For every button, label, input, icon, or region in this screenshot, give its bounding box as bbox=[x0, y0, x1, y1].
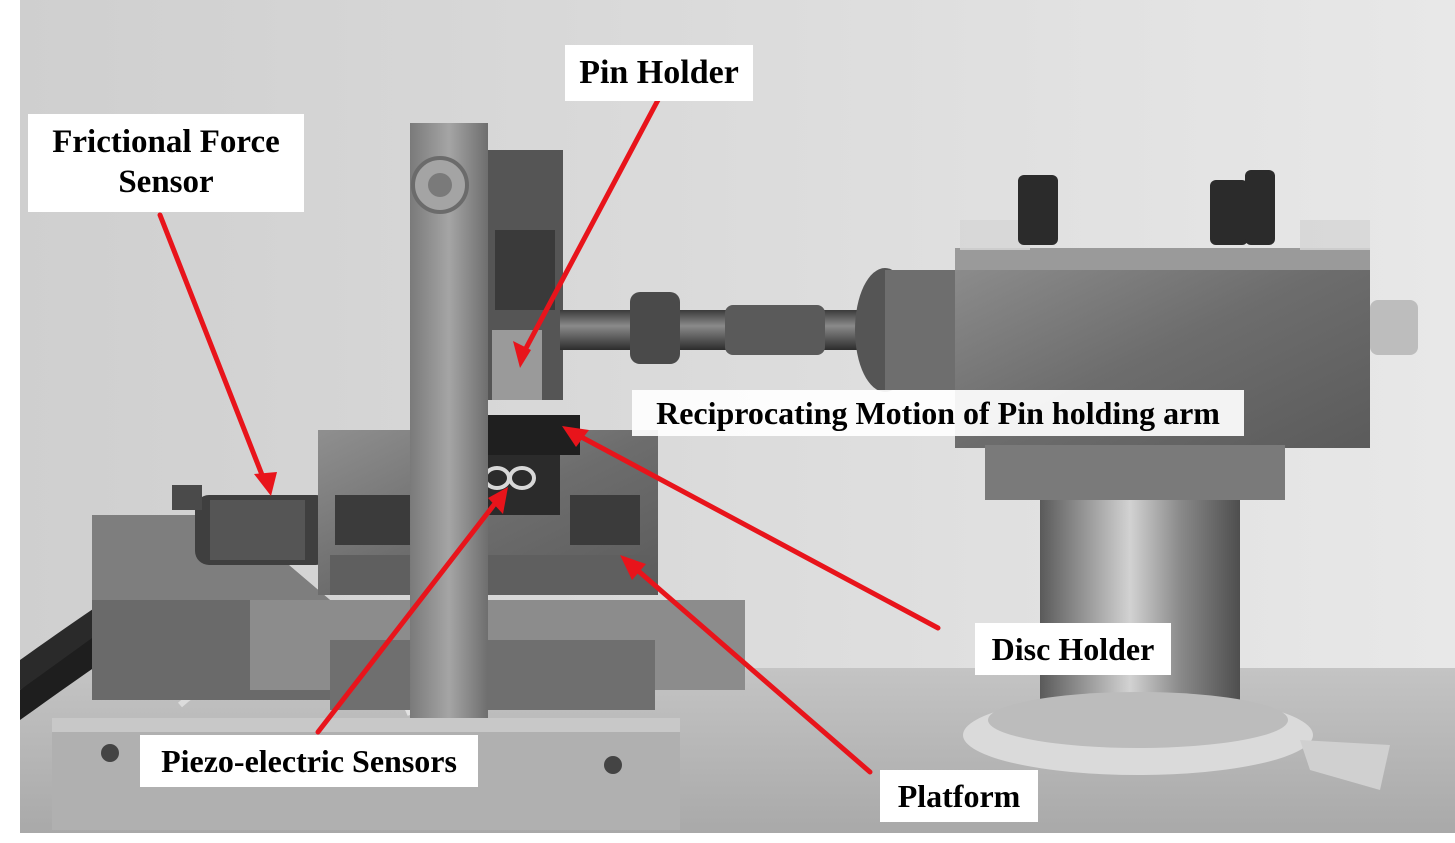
disc-holder-label: Disc Holder bbox=[975, 623, 1171, 675]
reciprocating-motion-label: Reciprocating Motion of Pin holding arm bbox=[632, 390, 1244, 436]
pin-holder-label: Pin Holder bbox=[565, 45, 753, 101]
platform-label: Platform bbox=[880, 770, 1038, 822]
frictional-force-sensor-label-line1: Frictional Force bbox=[52, 124, 280, 160]
frictional-force-sensor-label-line2: Sensor bbox=[118, 164, 214, 200]
frictional-force-sensor-label: Frictional Force Sensor bbox=[28, 114, 304, 212]
piezo-electric-sensors-label: Piezo-electric Sensors bbox=[140, 735, 478, 787]
